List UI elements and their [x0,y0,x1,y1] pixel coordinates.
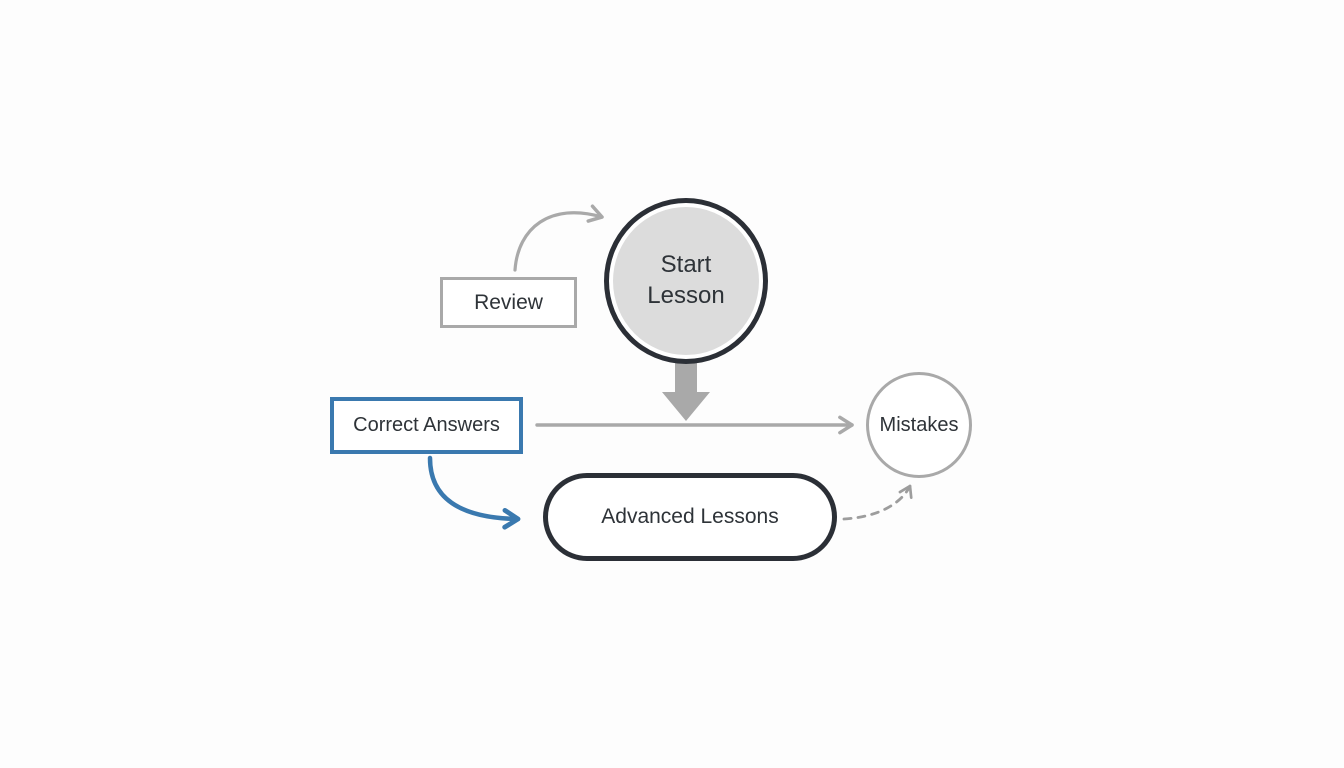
node-correct-answers: Correct Answers [330,397,523,454]
node-review-label: Review [474,290,543,314]
edge-correct-answers-to-advanced-lessons [427,455,521,530]
edge-review-to-start-lesson [513,204,604,272]
node-start-lesson: Start Lesson [604,198,768,364]
edge-start-lesson-down-arrow [662,358,710,421]
node-advanced-lessons-label: Advanced Lessons [601,505,779,528]
node-start-lesson-fill [613,207,759,355]
node-start-lesson-label: Start Lesson [647,251,725,309]
edge-advanced-lessons-to-mistakes [842,484,913,521]
node-mistakes-label: Mistakes [879,413,959,436]
node-review: Review [440,277,577,328]
node-mistakes: Mistakes [866,372,972,478]
node-correct-answers-label: Correct Answers [353,414,500,436]
node-advanced-lessons: Advanced Lessons [543,473,837,561]
